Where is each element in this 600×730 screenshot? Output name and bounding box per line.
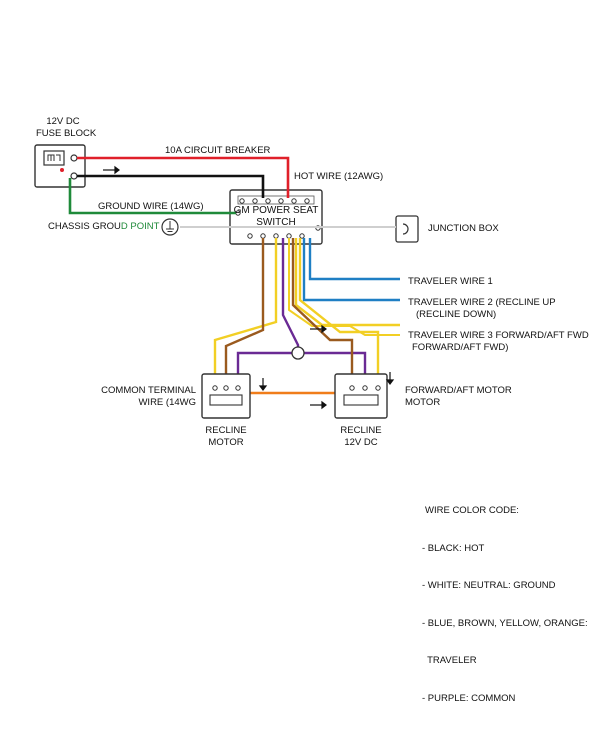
traveler-wire-3 [294, 238, 400, 327]
ground-symbol-icon [161, 218, 179, 236]
power-seat-switch [229, 189, 323, 245]
arrow-right-icon [310, 400, 327, 410]
traveler-wire-1 [308, 238, 400, 281]
ground-wire-label: GROUND WIRE (14WG) [98, 201, 204, 212]
fuse-block-label-line1: 12V DC [46, 116, 80, 127]
brown-wire-left [224, 238, 265, 384]
traveler-wire-1-label: TRAVELER WIRE 1 [408, 276, 493, 287]
chassis-ground-label: CHASSIS GROUD POINT [48, 221, 159, 233]
junction-box-label: JUNCTION BOX [428, 223, 499, 234]
recline-motor-right-label-line2: 12V DC [344, 437, 378, 448]
common-junction-node [291, 346, 305, 360]
fwd-aft-motor-label-line1: FORWARD/AFT MOTOR [405, 385, 512, 396]
yellow-wire-left [213, 238, 278, 384]
circuit-breaker-label: 10A CIRCUIT BREAKER [165, 145, 271, 156]
common-terminal-label-line1: COMMON TERMINAL [101, 385, 196, 396]
common-terminal-label-line2: WIRE (14WG [138, 397, 196, 408]
recline-motor-left-label-line2: MOTOR [208, 437, 244, 448]
arrow-down-icon [385, 372, 395, 385]
recline-motor-left-label-line1: RECLINE [205, 425, 247, 436]
traveler-wire-2 [302, 238, 400, 302]
legend-item: - BLACK: HOT [422, 542, 485, 554]
chassis-ground-label-suffix: D POINT [120, 221, 160, 232]
fuse-block-label: 12V DC FUSE BLOCK [36, 116, 97, 140]
legend-item: - BLUE, BROWN, YELLOW, ORANGE: [422, 617, 588, 629]
traveler-wire-3-label: TRAVELER WIRE 3 FORWARD/AFT FWD FORWARD/… [408, 330, 589, 354]
yellow-wire-right [298, 238, 380, 384]
wiring-diagram: 12V DC FUSE BLOCK 10A CIRCUIT BREAKER HO… [34, 116, 589, 704]
recline-motor-left [201, 373, 251, 419]
traveler-wire-3-label-line1: TRAVELER WIRE 3 FORWARD/AFT FWD [408, 330, 589, 341]
traveler-wire-2-label-line1: TRAVELER WIRE 2 (RECLINE UP [408, 297, 556, 308]
junction-box-icon [402, 223, 409, 235]
arrow-right-icon [103, 165, 120, 175]
fwd-aft-motor-label: FORWARD/AFT MOTOR MOTOR [405, 385, 512, 409]
recline-motor-left-label: RECLINE MOTOR [196, 425, 256, 449]
red-hot-wire [77, 156, 290, 198]
legend-item: TRAVELER [422, 655, 477, 666]
black-wire [77, 174, 265, 198]
arrow-right-icon [310, 324, 327, 334]
diagram-canvas [34, 144, 419, 419]
arrow-down-icon [258, 378, 268, 391]
traveler-wire-2-label: TRAVELER WIRE 2 (RECLINE UP (RECLINE DOW… [408, 297, 556, 321]
traveler-wire-3b [288, 238, 400, 336]
fuse-block [34, 144, 86, 188]
brown-wire-right [291, 238, 354, 384]
traveler-wire-3-label-line2: FORWARD/AFT FWD) [412, 342, 509, 353]
legend-title: WIRE COLOR CODE: [425, 505, 519, 516]
common-terminal-label: COMMON TERMINAL WIRE (14WG [96, 385, 196, 409]
legend-item: - WHITE: NEUTRAL: GROUND [422, 580, 556, 591]
traveler-wire-2-label-line2: (RECLINE DOWN) [416, 309, 497, 320]
recline-motor-right [334, 373, 388, 419]
switch-label-line2: SWITCH [256, 217, 296, 228]
legend-item: - PURPLE: COMMON [422, 692, 516, 704]
green-ground-wire [68, 178, 236, 215]
junction-box [395, 215, 419, 243]
fwd-aft-motor-label-line2: MOTOR [405, 397, 441, 408]
switch-label-line1: GM POWER SEAT [233, 205, 319, 216]
wire-color-legend: WIRE COLOR CODE: - BLACK: HOT - WHITE: N… [422, 480, 588, 730]
fuse-block-label-line2: FUSE BLOCK [36, 128, 97, 139]
hot-wire-label: HOT WIRE (12AWG) [294, 171, 384, 182]
recline-motor-right-label: RECLINE 12V DC [331, 425, 391, 449]
chassis-ground-label-prefix: CHASSIS GROU [48, 221, 121, 232]
recline-motor-right-label-line1: RECLINE [340, 425, 382, 436]
switch-label: GM POWER SEAT SWITCH [232, 205, 320, 229]
